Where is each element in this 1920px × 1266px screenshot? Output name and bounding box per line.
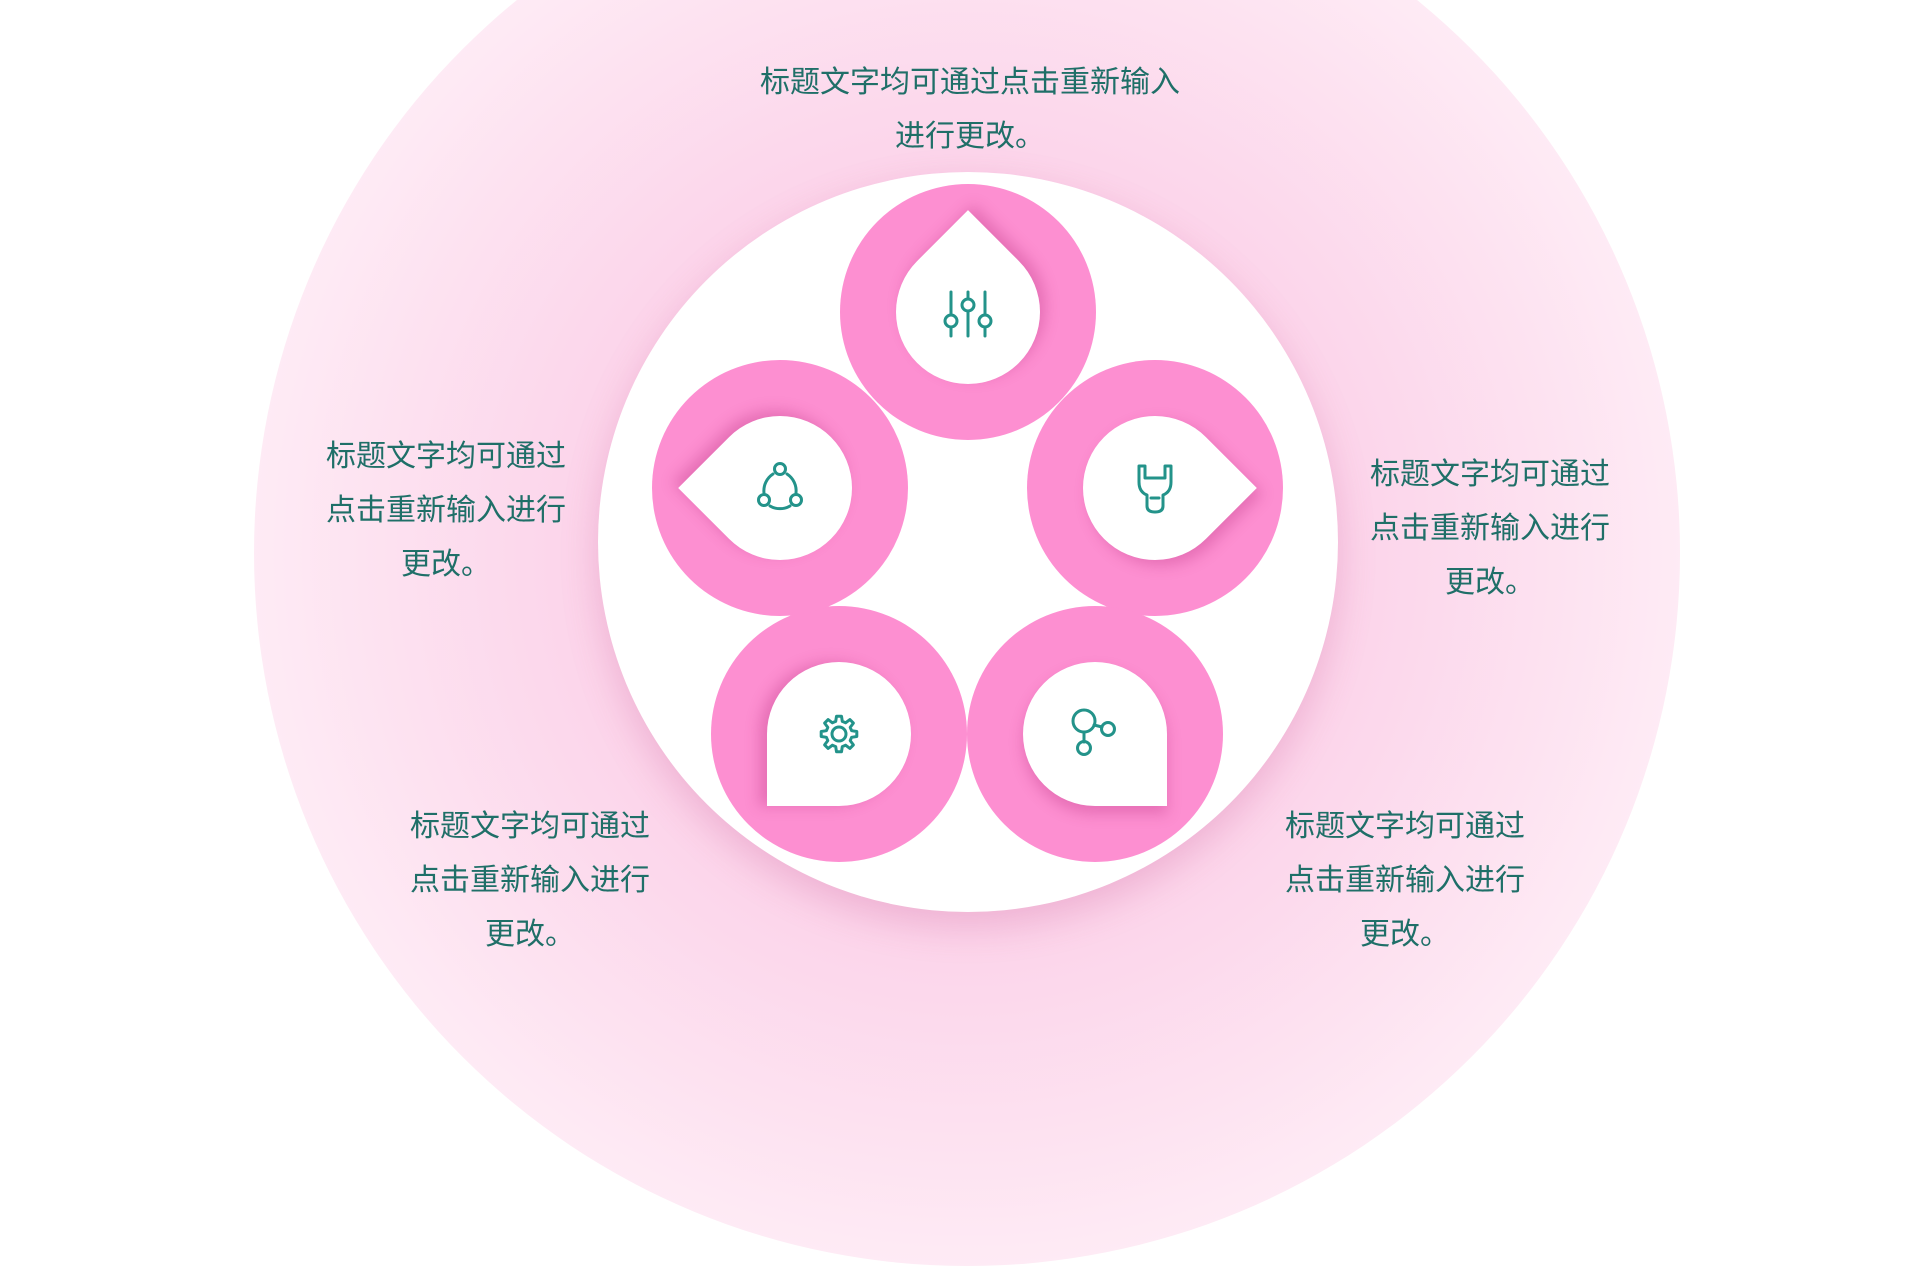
node-drop xyxy=(1023,662,1167,806)
node-right xyxy=(1027,360,1283,616)
wrench-icon xyxy=(1027,360,1283,616)
gear-icon xyxy=(711,606,967,862)
label-left: 标题文字均可通过 点击重新输入进行 更改。 xyxy=(326,439,566,582)
label-right: 标题文字均可通过 点击重新输入进行 更改。 xyxy=(1370,457,1610,600)
share-icon xyxy=(967,606,1223,862)
node-left xyxy=(652,360,908,616)
node-bottom-right xyxy=(967,606,1223,862)
sliders-icon xyxy=(840,184,1096,440)
label-bottom-right: 标题文字均可通过 点击重新输入进行 更改。 xyxy=(1285,809,1525,952)
refresh-cycle-icon xyxy=(652,360,908,616)
label-bottom-left: 标题文字均可通过 点击重新输入进行 更改。 xyxy=(410,809,650,952)
node-top xyxy=(840,184,1096,440)
label-top: 标题文字均可通过点击重新输入 进行更改。 xyxy=(760,65,1180,154)
node-bottom-left xyxy=(711,606,967,862)
